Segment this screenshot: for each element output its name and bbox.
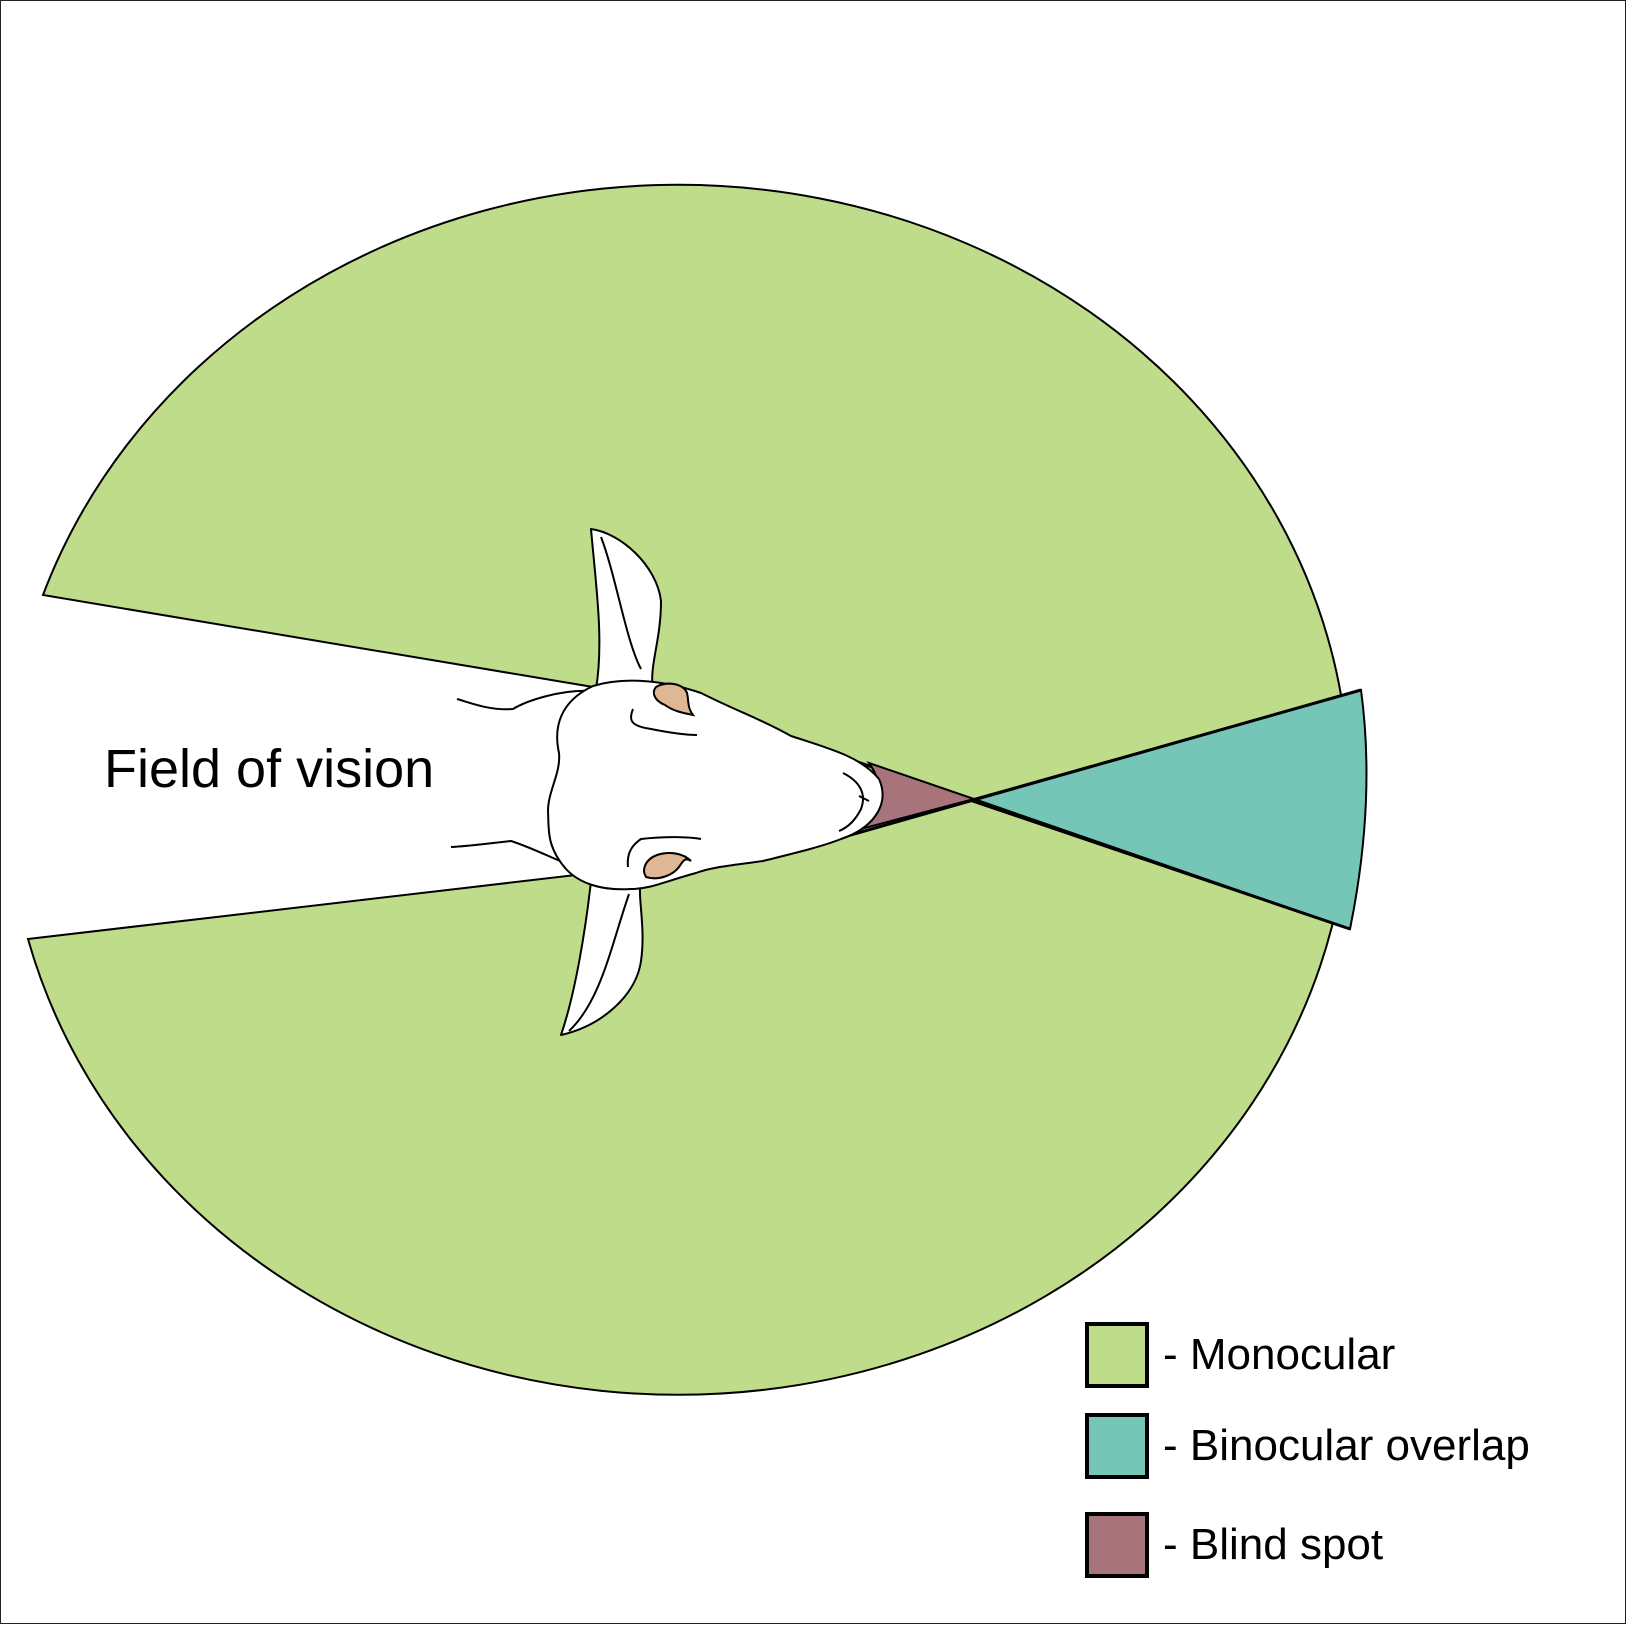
- lower-eye: [643, 852, 692, 880]
- legend-item-monocular: - Monocular: [1085, 1319, 1395, 1391]
- lower-horn: [560, 880, 644, 1036]
- lower-horn-inner: [568, 893, 630, 1032]
- legend-item-binocular-overlap: - Binocular overlap: [1085, 1410, 1530, 1482]
- legend-label-binocular-overlap: - Binocular overlap: [1163, 1421, 1530, 1470]
- sight-line-right-eye: [765, 688, 1362, 861]
- nostril-detail: [858, 795, 870, 802]
- legend-swatch-binocular-overlap: [1085, 1413, 1149, 1479]
- goat-head-illustration: [450, 528, 884, 1036]
- upper-brow: [630, 708, 698, 736]
- upper-eye: [652, 682, 696, 717]
- legend-label-monocular: - Monocular: [1163, 1330, 1396, 1379]
- binocular-overlap-region: [970, 688, 1368, 931]
- muzzle-detail: [838, 772, 864, 832]
- upper-ear: [456, 689, 594, 711]
- legend-swatch-blind-spot: [1085, 1512, 1149, 1578]
- legend-swatch-monocular: [1085, 1322, 1149, 1388]
- legend-item-blind-spot: - Blind spot: [1085, 1509, 1383, 1581]
- upper-horn: [590, 528, 662, 690]
- lower-brow: [626, 836, 702, 868]
- upper-horn-inner: [600, 536, 642, 670]
- diagram-title: Field of vision: [104, 739, 435, 799]
- legend-label-blind-spot: - Blind spot: [1163, 1520, 1384, 1569]
- head-outline: [547, 679, 884, 891]
